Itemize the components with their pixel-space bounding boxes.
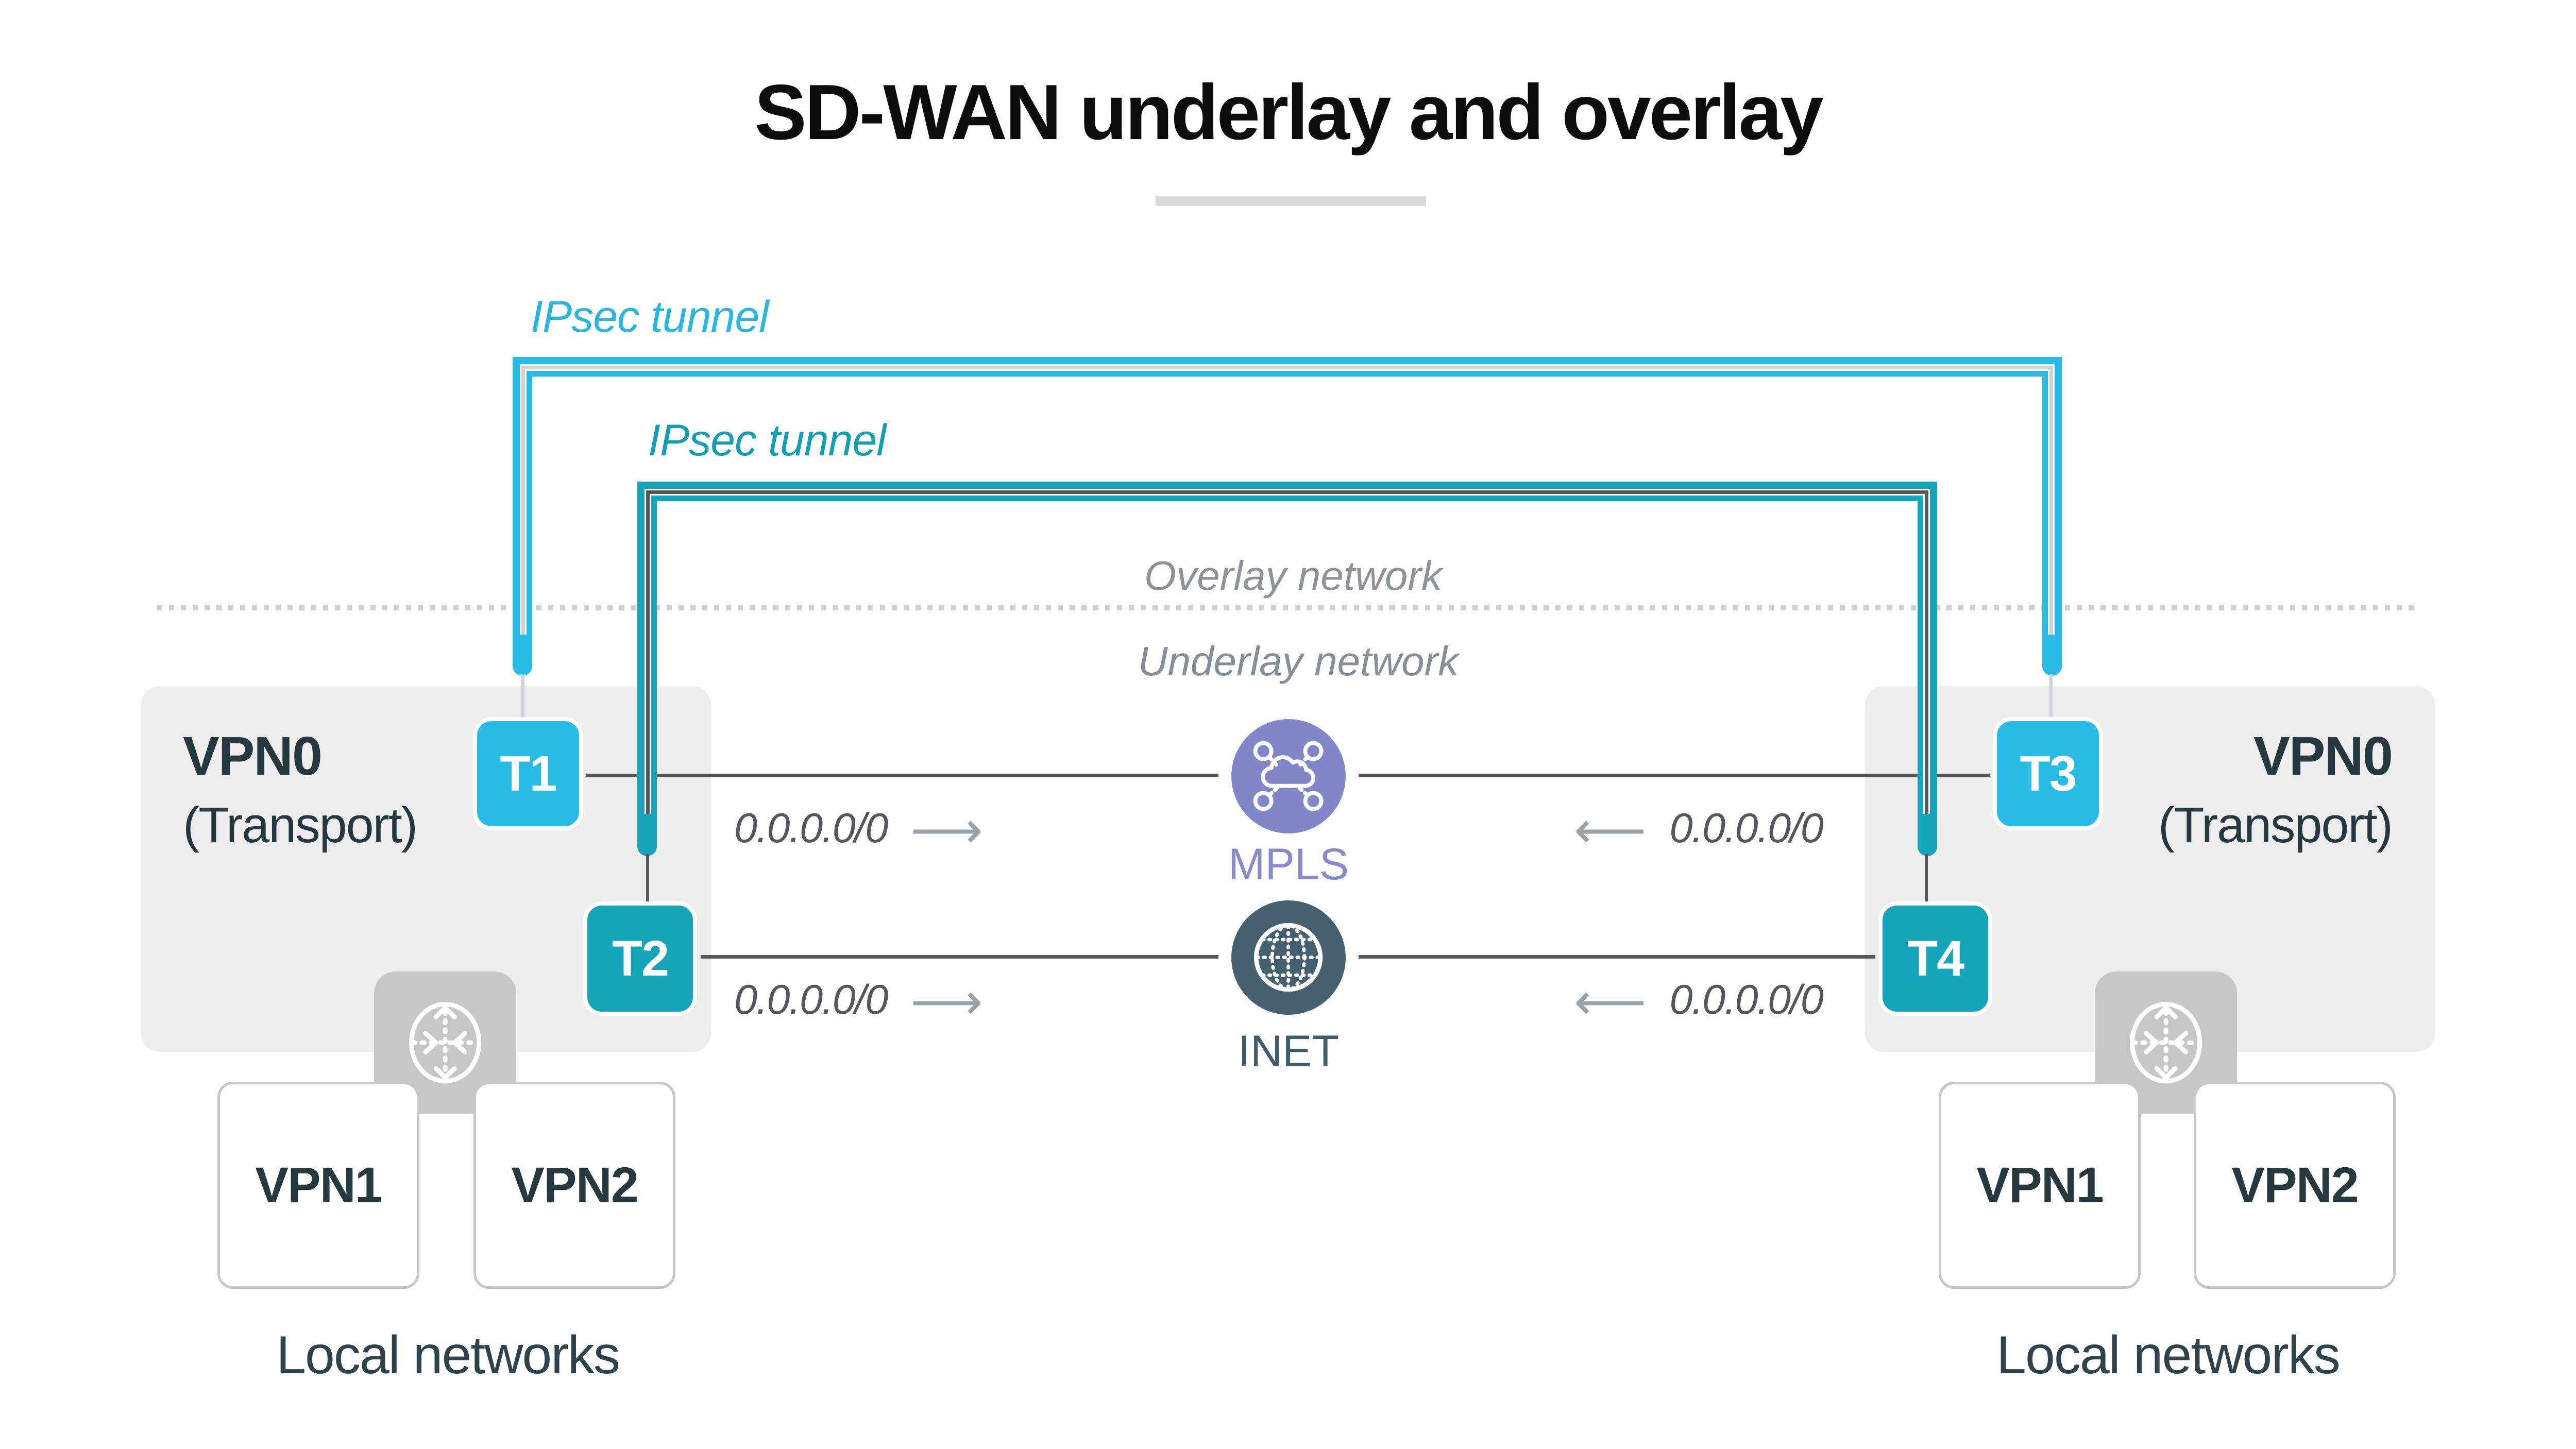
page-title: SD-WAN underlay and overlay [754, 69, 1823, 156]
arrow-right-icon: ⟶ [910, 802, 983, 858]
ipsec-tunnel-2-label: IPsec tunnel [648, 416, 886, 465]
mpls-link-right [1359, 774, 1990, 777]
cloud-network-icon [1253, 741, 1324, 811]
right-local-networks-label: Local networks [1996, 1325, 2341, 1385]
mpls-label: MPLS [1228, 840, 1349, 889]
route-left-bottom: 0.0.0.0/0 ⟶ [734, 973, 983, 1030]
left-local-networks-label: Local networks [276, 1325, 620, 1385]
overlay-network-label: Overlay network [1144, 553, 1442, 599]
left-vpn0-caption: VPN0 (Transport) [183, 726, 418, 853]
right-vpn0-caption: VPN0 (Transport) [2158, 726, 2393, 853]
ipsec-tunnel-2-tube [637, 482, 1937, 818]
tunnel1-drop-line [2049, 674, 2053, 720]
underlay-network-label: Underlay network [1138, 638, 1459, 684]
vpn0-subtitle: (Transport) [2158, 797, 2393, 853]
route-prefix: 0.0.0.0/0 [1669, 976, 1824, 1023]
route-right-top: ⟵ 0.0.0.0/0 [1574, 802, 1824, 858]
ipsec-tunnel-1-label: IPsec tunnel [531, 292, 769, 342]
vpn0-subtitle: (Transport) [183, 797, 418, 853]
right-vpn1-box: VPN1 [1939, 1082, 2141, 1289]
vpn0-title: VPN0 [2253, 726, 2393, 787]
overlay-underlay-divider [157, 605, 2419, 610]
route-left-top: 0.0.0.0/0 ⟶ [734, 802, 983, 858]
arrow-right-icon: ⟶ [910, 973, 983, 1030]
title-underline [1156, 196, 1426, 206]
inet-label: INET [1238, 1027, 1339, 1076]
right-vpn2-box: VPN2 [2194, 1082, 2396, 1289]
arrow-left-icon: ⟵ [1574, 973, 1647, 1030]
tunnel2-drop-line [646, 854, 649, 904]
tunnel1-endpoint-cap [513, 635, 532, 676]
inet-link-left [701, 955, 1218, 959]
tunnel-interface-t4: T4 [1878, 901, 1992, 1016]
route-prefix: 0.0.0.0/0 [1669, 805, 1824, 851]
tunnel-interface-t1: T1 [473, 717, 583, 830]
inet-link-right [1359, 955, 1875, 959]
route-prefix: 0.0.0.0/0 [734, 976, 888, 1023]
tunnel-interface-t2: T2 [583, 901, 697, 1016]
left-vpn2-box: VPN2 [473, 1082, 675, 1289]
left-vpn1-box: VPN1 [217, 1082, 419, 1289]
router-icon [409, 1001, 482, 1084]
tunnel-interface-t3: T3 [1993, 717, 2103, 830]
tunnel1-endpoint-cap [2042, 635, 2062, 676]
tunnel2-endpoint-cap [1918, 814, 1937, 856]
tunnel1-drop-line [521, 674, 524, 720]
inet-cloud [1231, 900, 1346, 1015]
mpls-cloud [1231, 719, 1346, 833]
tunnel2-endpoint-cap [637, 814, 657, 856]
route-right-bottom: ⟵ 0.0.0.0/0 [1574, 973, 1824, 1030]
globe-icon [1254, 923, 1323, 992]
vpn0-title: VPN0 [183, 726, 323, 787]
mpls-link-left [586, 774, 1218, 777]
arrow-left-icon: ⟵ [1574, 802, 1647, 858]
route-prefix: 0.0.0.0/0 [734, 805, 888, 851]
router-icon [2129, 1001, 2202, 1084]
ipsec-tunnel-1-tube [513, 357, 2062, 648]
tunnel2-drop-line [1925, 854, 1928, 904]
